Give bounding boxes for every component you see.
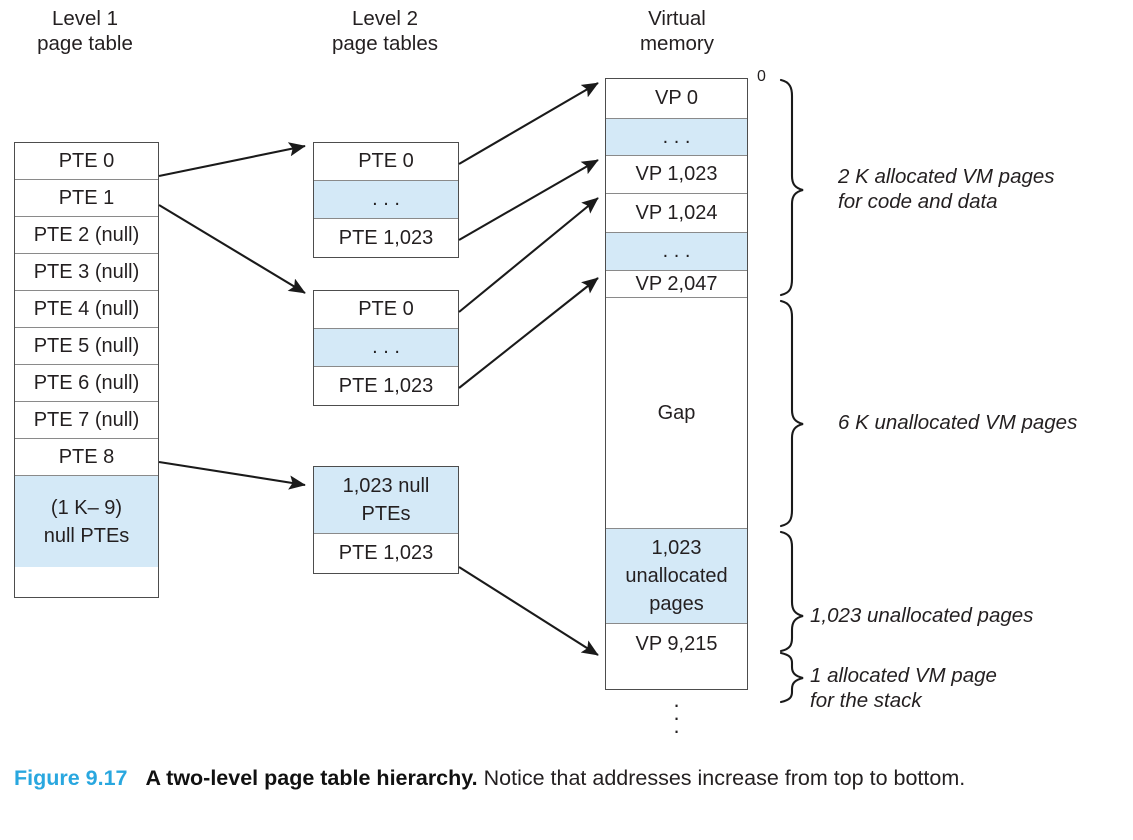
level1-row-pte-6-null[interactable]: PTE 6 (null) bbox=[15, 365, 158, 402]
annotation-allocated-code-data: 2 K allocated VM pages for code and data bbox=[838, 165, 1055, 213]
brace-allocated-code-data bbox=[779, 78, 804, 297]
figure-title: A two-level page table hierarchy. bbox=[145, 766, 478, 790]
brace-unallocated-1023 bbox=[779, 530, 804, 653]
level2b-row-ellipsis[interactable]: . . . bbox=[314, 329, 458, 367]
vm-row-vp-0[interactable]: VP 0 bbox=[606, 79, 747, 119]
arrow-level2a-pte1023-to-vp1023 bbox=[458, 159, 599, 241]
vm-row-ellipsis-1[interactable]: . . . bbox=[606, 119, 747, 156]
figure-number: Figure 9.17 bbox=[14, 766, 128, 790]
level1-row-pte-1[interactable]: PTE 1 bbox=[15, 180, 158, 217]
annotation-unallocated-1023: 1,023 unallocated pages bbox=[810, 604, 1034, 627]
level2c-row-pte-1023[interactable]: PTE 1,023 bbox=[314, 534, 458, 572]
arrow-level2a-pte0-to-vp0 bbox=[458, 82, 599, 165]
level1-row-pte-4-null[interactable]: PTE 4 (null) bbox=[15, 291, 158, 328]
vm-ellipsis-dot-1: · bbox=[672, 692, 681, 717]
vm-ellipsis-dot-2: · bbox=[672, 705, 681, 730]
level2b-row-pte-1023[interactable]: PTE 1,023 bbox=[314, 367, 458, 405]
brace-stack-page bbox=[779, 651, 804, 704]
arrow-pte8-to-level2c bbox=[158, 460, 306, 490]
virtual-memory-column: VP 0 . . . VP 1,023 VP 1,024 . . . VP 2,… bbox=[605, 78, 748, 690]
level2c-row-null-ptes[interactable]: 1,023 null PTEs bbox=[314, 467, 458, 534]
level1-row-pte-3-null[interactable]: PTE 3 (null) bbox=[15, 254, 158, 291]
level1-row-null-ptes[interactable]: (1 K– 9) null PTEs bbox=[15, 476, 158, 567]
arrow-pte0-to-level2a bbox=[158, 142, 306, 178]
arrow-level2b-pte0-to-vp1024 bbox=[458, 197, 599, 313]
level2a-row-ellipsis[interactable]: . . . bbox=[314, 181, 458, 219]
arrow-pte1-to-level2b bbox=[158, 204, 306, 294]
level1-row-pte-5-null[interactable]: PTE 5 (null) bbox=[15, 328, 158, 365]
column-header-virtual-memory: Virtual memory bbox=[639, 7, 715, 55]
vm-row-ellipsis-2[interactable]: . . . bbox=[606, 233, 747, 271]
vm-row-unallocated-pages[interactable]: 1,023 unallocated pages bbox=[606, 529, 747, 624]
vm-row-vp-2047[interactable]: VP 2,047 bbox=[606, 271, 747, 298]
annotation-unallocated-6k: 6 K unallocated VM pages bbox=[838, 411, 1078, 434]
level1-row-pte-2-null[interactable]: PTE 2 (null) bbox=[15, 217, 158, 254]
level2b-row-pte-0[interactable]: PTE 0 bbox=[314, 291, 458, 329]
level2a-row-pte-0[interactable]: PTE 0 bbox=[314, 143, 458, 181]
level1-row-pte-8[interactable]: PTE 8 bbox=[15, 439, 158, 476]
arrow-level2c-pte1023-to-vp9215 bbox=[458, 566, 599, 656]
vm-row-vp-1024[interactable]: VP 1,024 bbox=[606, 194, 747, 233]
level1-row-pte-7-null[interactable]: PTE 7 (null) bbox=[15, 402, 158, 439]
column-header-level1: Level 1 page table bbox=[37, 7, 133, 55]
level2a-row-pte-1023[interactable]: PTE 1,023 bbox=[314, 219, 458, 257]
level1-page-table: PTE 0 PTE 1 PTE 2 (null) PTE 3 (null) PT… bbox=[14, 142, 159, 598]
vm-row-vp-9215[interactable]: VP 9,215 bbox=[606, 624, 747, 664]
vm-row-gap[interactable]: Gap bbox=[606, 298, 747, 529]
arrow-level2b-pte1023-to-vp2047 bbox=[458, 277, 599, 389]
figure-caption: Figure 9.17 A two-level page table hiera… bbox=[14, 762, 1119, 795]
level2-page-table-a: PTE 0 . . . PTE 1,023 bbox=[313, 142, 459, 258]
figure-caption-body: Notice that addresses increase from top … bbox=[483, 766, 966, 790]
level1-row-pte-0[interactable]: PTE 0 bbox=[15, 143, 158, 180]
vm-ellipsis-dot-3: · bbox=[672, 718, 681, 743]
vm-trailing-ellipsis: · · · bbox=[605, 692, 748, 743]
level2-page-table-b: PTE 0 . . . PTE 1,023 bbox=[313, 290, 459, 406]
annotation-stack-page: 1 allocated VM page for the stack bbox=[810, 664, 997, 712]
vm-start-address-label: 0 bbox=[757, 68, 766, 85]
vm-row-vp-1023[interactable]: VP 1,023 bbox=[606, 156, 747, 194]
brace-unallocated-6k bbox=[779, 299, 804, 528]
level2-page-table-c: 1,023 null PTEs PTE 1,023 bbox=[313, 466, 459, 574]
column-header-level2: Level 2 page tables bbox=[331, 7, 438, 55]
